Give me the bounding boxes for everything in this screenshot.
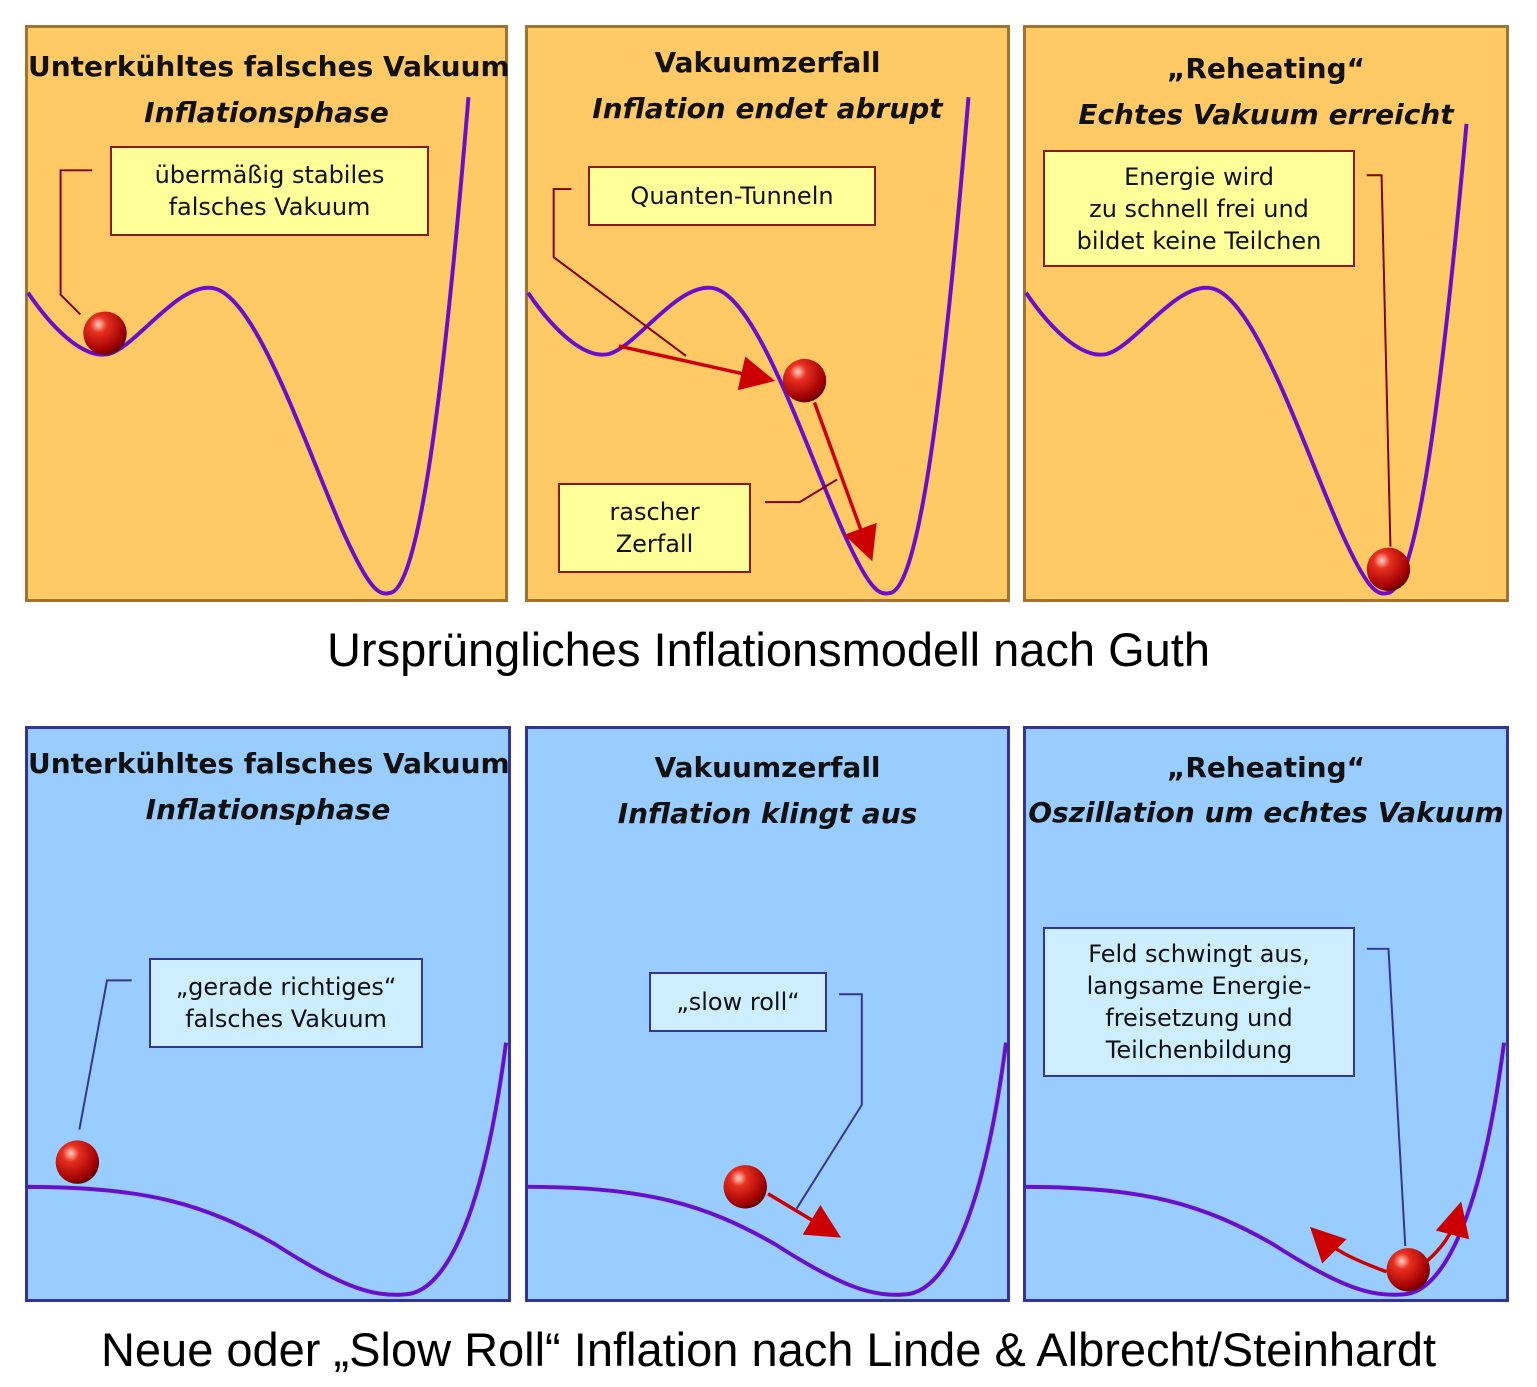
leader-line (78, 979, 132, 1130)
panel-subtitle: Inflation endet abrupt (592, 92, 943, 125)
linde-panel-slow-roll: Vakuumzerfall Inflation klingt aus „slow… (525, 726, 1010, 1302)
label-box: übermäßig stabiles falsches Vakuum (110, 146, 429, 236)
potential-diagram (1024, 123, 1469, 596)
label-line: freisetzung und (1105, 1004, 1293, 1032)
label-line: Teilchenbildung (1105, 1036, 1293, 1064)
guth-panel-reheating: „Reheating“ Echtes Vakuum erreicht Energ… (1023, 25, 1509, 602)
label-line: Quanten-Tunneln (630, 182, 834, 210)
ball (723, 1165, 768, 1209)
label-box-decay: rascher Zerfall (558, 483, 751, 573)
label-box: Feld schwingt aus, langsame Energie- fre… (1043, 927, 1355, 1077)
potential-diagram (1025, 947, 1506, 1297)
label-line: Feld schwingt aus, (1088, 940, 1310, 968)
roll-arrow (767, 1192, 842, 1238)
ball (1366, 547, 1411, 592)
potential-curve (527, 1042, 1008, 1297)
potential-diagram (526, 97, 971, 596)
label-line: langsame Energie- (1086, 972, 1312, 1000)
label-line: „gerade richtiges“ (175, 973, 397, 1001)
oscillation-arrow-right (1424, 1201, 1470, 1264)
linde-panel-false-vacuum: Unterkühltes falsches Vakuum Inflationsp… (25, 726, 511, 1302)
potential-curve (27, 1042, 508, 1297)
label-line: bildet keine Teilchen (1076, 226, 1322, 255)
caption-guth: Ursprüngliches Inflationsmodell nach Gut… (326, 623, 1211, 676)
caption-linde: Neue oder „Slow Roll“ Inflation nach Lin… (100, 1323, 1437, 1376)
decay-arrow (812, 401, 877, 562)
potential-diagram (527, 993, 1008, 1297)
ball (782, 358, 827, 403)
tunnel-arrow (618, 344, 776, 391)
label-box: „gerade richtiges“ falsches Vakuum (149, 958, 423, 1048)
potential-diagram (27, 979, 508, 1297)
panel-title: Vakuumzerfall (654, 751, 881, 784)
guth-panel-false-vacuum: Unterkühltes falsches Vakuum Inflationsp… (25, 25, 510, 602)
panel-subtitle: Oszillation um echtes Vakuum (1028, 796, 1504, 829)
potential-curve (1024, 123, 1469, 596)
leader-line (795, 993, 863, 1210)
label-box-tunneling: Quanten-Tunneln (588, 166, 876, 226)
leader-line (765, 478, 838, 504)
panel-subtitle: Inflationsphase (145, 793, 391, 826)
ball (83, 311, 127, 355)
panel-subtitle: Inflation klingt aus (617, 797, 918, 830)
label-line: Zerfall (615, 530, 694, 558)
label-line: zu schnell frei und (1089, 194, 1309, 223)
label-line: falsches Vakuum (168, 193, 371, 221)
panel-subtitle: Inflationsphase (144, 96, 389, 129)
leader-line (59, 169, 93, 316)
label-line: falsches Vakuum (185, 1005, 387, 1033)
panel-title: „Reheating“ (1166, 751, 1366, 784)
potential-diagram (26, 97, 471, 596)
panel-title: „Reheating“ (1166, 52, 1366, 85)
label-line: „slow roll“ (676, 988, 800, 1016)
panel-title: Unterkühltes falsches Vakuum (28, 50, 510, 83)
guth-panel-vacuum-decay: Vakuumzerfall Inflation endet abrupt Qua… (525, 25, 1010, 602)
linde-panel-reheating: „Reheating“ Oszillation um echtes Vakuum… (1023, 726, 1509, 1302)
panel-title: Unterkühltes falsches Vakuum (28, 747, 510, 780)
leader-line (1366, 174, 1392, 547)
leader-line (552, 188, 687, 357)
potential-curve (526, 97, 971, 596)
panel-title: Vakuumzerfall (654, 46, 881, 79)
ball (55, 1140, 100, 1184)
panel-subtitle: Echtes Vakuum erreicht (1078, 98, 1454, 131)
ball (1386, 1248, 1430, 1292)
label-line: übermäßig stabiles (154, 161, 385, 189)
leader-line (1366, 947, 1407, 1247)
label-box: Energie wird zu schnell frei und bildet … (1043, 150, 1355, 267)
oscillation-arrow-left (1310, 1226, 1388, 1274)
label-line: Energie wird (1124, 162, 1274, 191)
label-line: rascher (609, 498, 700, 526)
label-box: „slow roll“ (649, 972, 827, 1032)
